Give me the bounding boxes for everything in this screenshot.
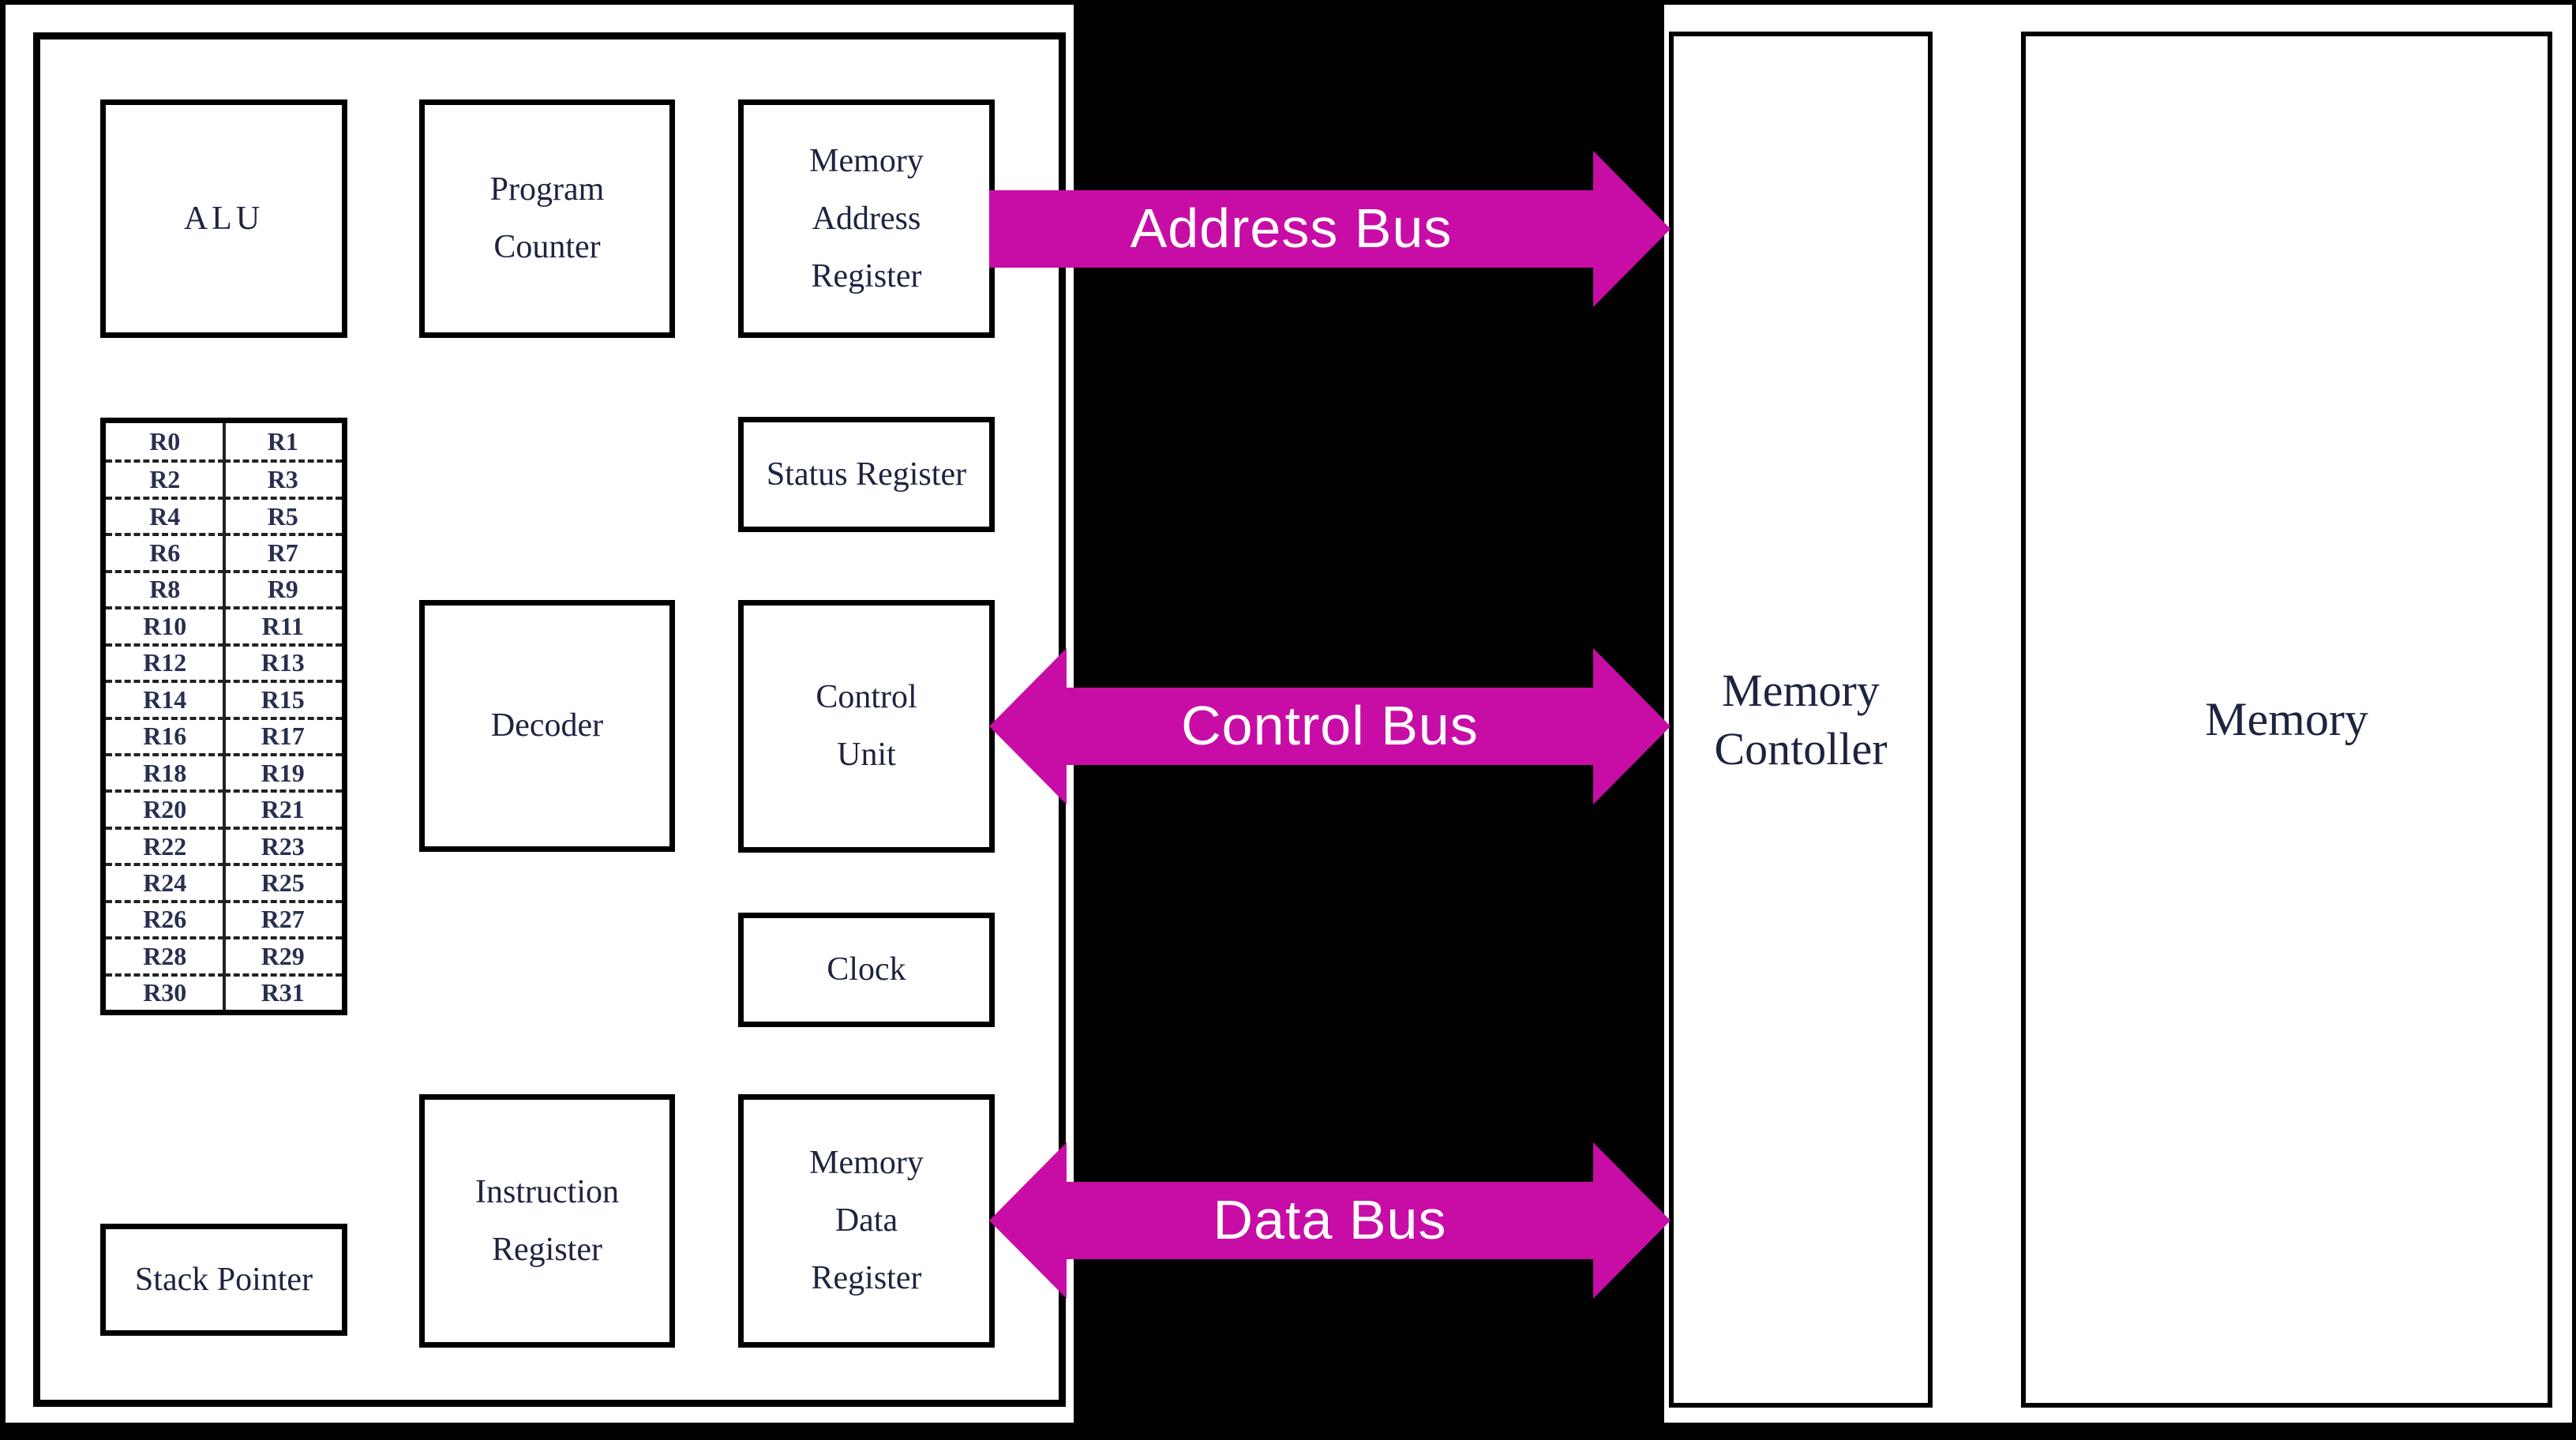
clock-label: Clock xyxy=(827,951,906,988)
control-bus-arrow-body xyxy=(1067,688,1593,765)
register-label: R5 xyxy=(223,496,342,533)
register-label: R14 xyxy=(106,680,224,716)
data-bus-arrow: Data Bus xyxy=(989,1142,1670,1299)
register-grid: R0 R1 R2 R3 R4 R5 R6 R7 R8 R9 R10 R11 R1… xyxy=(106,423,342,1010)
memory-controller-label-line2: Contoller xyxy=(1714,722,1888,774)
program-counter-label-line1: Program xyxy=(489,171,605,208)
instruction-register-label-line2: Register xyxy=(492,1231,602,1268)
stack-pointer-label: Stack Pointer xyxy=(134,1261,313,1298)
register-label: R18 xyxy=(106,752,224,789)
register-label: R15 xyxy=(223,680,342,716)
program-counter-box: Program Counter xyxy=(419,99,675,338)
register-label: R4 xyxy=(106,496,224,533)
register-label: R23 xyxy=(223,826,342,863)
register-label: R9 xyxy=(223,569,342,606)
register-label: R13 xyxy=(223,643,342,680)
control-bus-label: Control Bus xyxy=(1181,695,1479,756)
register-label: R25 xyxy=(223,863,342,899)
register-label: R8 xyxy=(106,569,224,606)
control-bus-arrowhead-left-icon xyxy=(989,648,1067,804)
register-label: R30 xyxy=(106,973,224,1010)
register-label: R29 xyxy=(223,936,342,973)
register-label: R20 xyxy=(106,789,224,826)
memory-controller-label-line1: Memory xyxy=(1722,664,1880,716)
mar-label-line2: Address xyxy=(812,200,921,237)
status-register-box: Status Register xyxy=(738,417,995,532)
address-bus-arrowhead-right-icon xyxy=(1593,151,1670,307)
address-bus-label: Address Bus xyxy=(1130,197,1453,259)
mar-label-line3: Register xyxy=(811,257,922,294)
register-label: R2 xyxy=(106,459,224,496)
register-label: R16 xyxy=(106,716,224,753)
instruction-register-box: Instruction Register xyxy=(419,1094,675,1348)
memory-data-register-box: Memory Data Register xyxy=(738,1094,995,1348)
control-unit-box: Control Unit xyxy=(738,600,995,853)
register-label: R19 xyxy=(223,752,342,789)
register-label: R22 xyxy=(106,826,224,863)
register-label: R21 xyxy=(223,789,342,826)
register-label: R1 xyxy=(267,426,298,456)
mdr-label-line2: Data xyxy=(834,1202,898,1239)
register-label: R24 xyxy=(106,863,224,899)
register-label: R7 xyxy=(223,533,342,569)
memory-box: Memory xyxy=(2021,32,2552,1408)
data-bus-arrowhead-left-icon xyxy=(989,1142,1067,1299)
register-label: R17 xyxy=(223,716,342,753)
alu-label: ALU xyxy=(183,200,264,237)
mar-label-line1: Memory xyxy=(809,142,924,179)
memory-address-register-box: Memory Address Register xyxy=(738,99,995,338)
memory-controller-box: Memory Contoller xyxy=(1669,32,1933,1408)
register-label: R0 xyxy=(149,426,181,456)
control-unit-label-line2: Unit xyxy=(837,737,896,773)
decoder-label: Decoder xyxy=(490,707,604,744)
decoder-box: Decoder xyxy=(419,600,675,852)
data-bus-arrowhead-right-icon xyxy=(1593,1142,1670,1299)
memory-label: Memory xyxy=(2205,693,2368,745)
control-bus-arrow: Control Bus xyxy=(989,648,1670,804)
address-bus-arrow-body xyxy=(989,190,1593,268)
control-unit-label-line1: Control xyxy=(816,679,917,715)
mdr-label-line1: Memory xyxy=(809,1145,924,1181)
register-label: R27 xyxy=(223,899,342,936)
mdr-label-line3: Register xyxy=(811,1260,922,1296)
data-bus-arrow-body xyxy=(1067,1182,1593,1259)
program-counter-label-line2: Counter xyxy=(493,229,601,265)
register-label: R31 xyxy=(223,973,342,1010)
register-label: R6 xyxy=(106,533,224,569)
register-label: R3 xyxy=(223,459,342,496)
register-file-box: R0 R1 R2 R3 R4 R5 R6 R7 R8 R9 R10 R11 R1… xyxy=(100,418,347,1015)
register-label: R28 xyxy=(106,936,224,973)
register-label: R12 xyxy=(106,643,224,680)
alu-box: ALU xyxy=(100,99,347,338)
stack-pointer-box: Stack Pointer xyxy=(100,1224,347,1336)
status-register-label: Status Register xyxy=(766,456,967,493)
register-label: R11 xyxy=(223,606,342,643)
control-bus-arrowhead-right-icon xyxy=(1593,648,1670,804)
instruction-register-label-line1: Instruction xyxy=(475,1173,619,1210)
clock-box: Clock xyxy=(738,913,995,1027)
register-label: R10 xyxy=(106,606,224,643)
address-bus-arrow: Address Bus xyxy=(989,151,1670,307)
data-bus-label: Data Bus xyxy=(1213,1189,1447,1251)
register-label: R26 xyxy=(106,899,224,936)
